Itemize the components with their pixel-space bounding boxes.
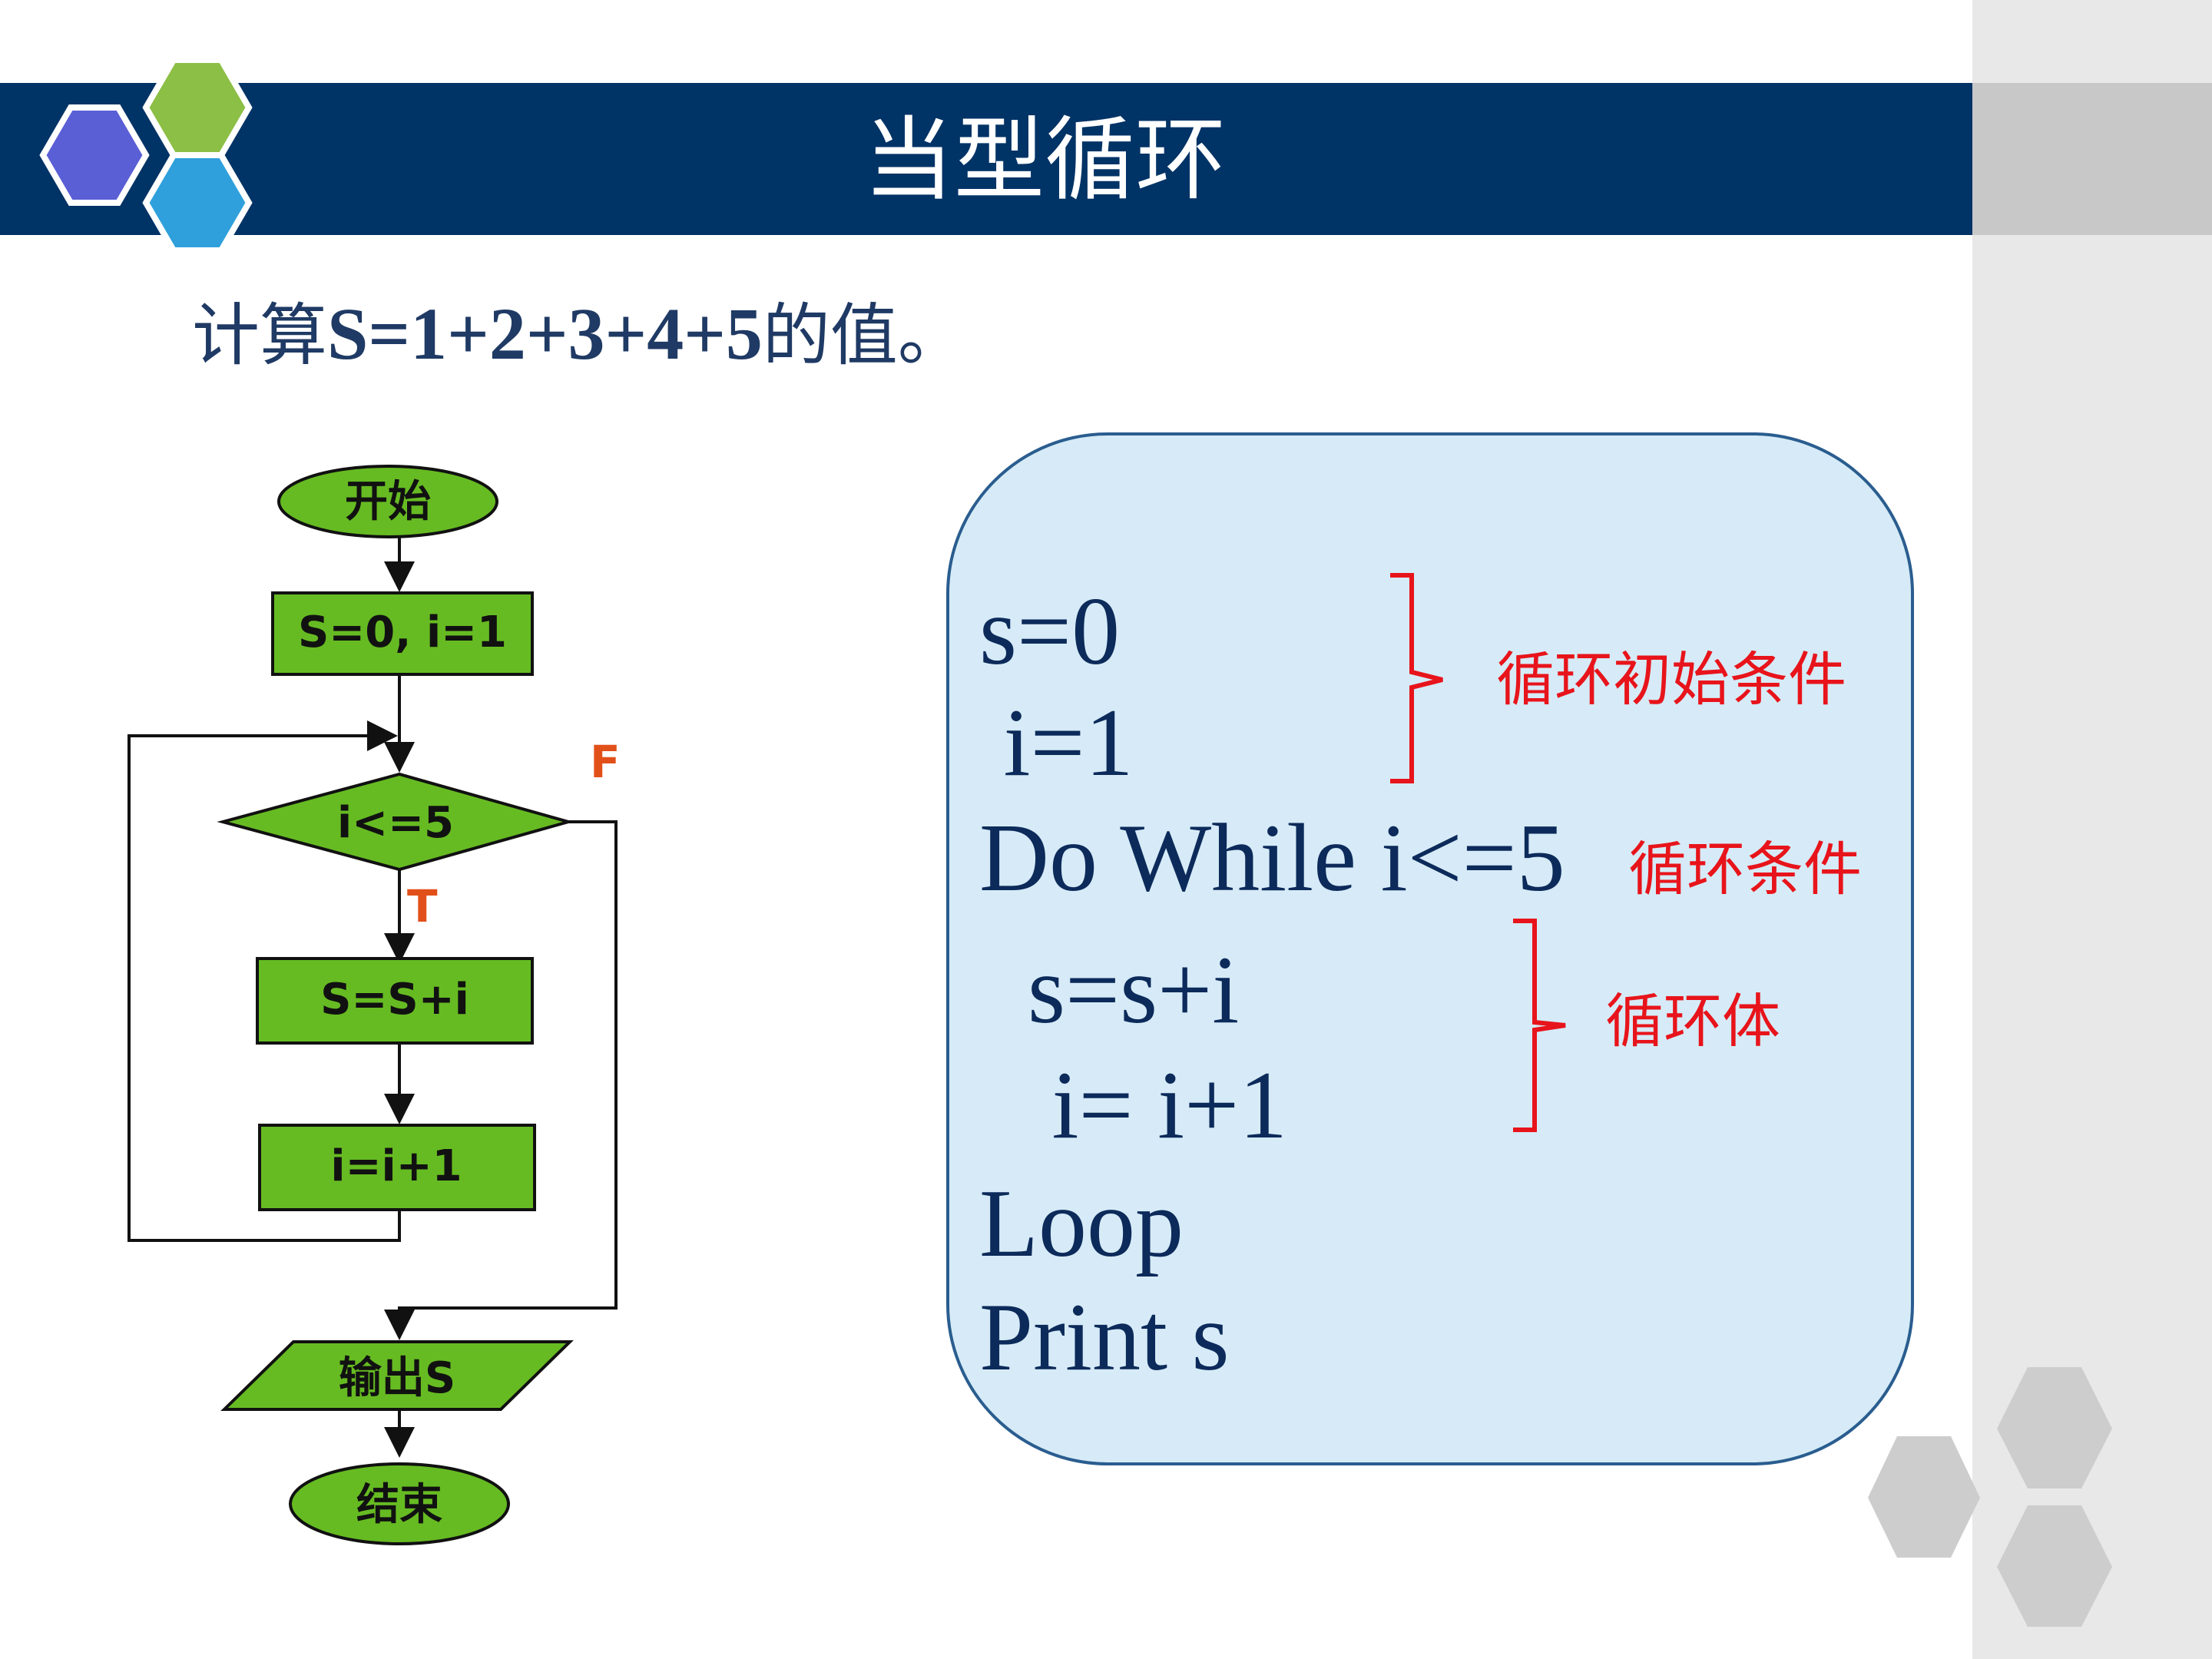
- increment-node: [258, 1124, 536, 1211]
- subtitle-formula: S=1+2+3+4+5: [327, 293, 763, 375]
- brace-body: [1513, 919, 1566, 1132]
- init-node: [271, 591, 534, 676]
- sum-label: S=S+i: [320, 975, 469, 1025]
- decor-hexagon: [1997, 1367, 2112, 1488]
- true-label: T: [407, 880, 438, 932]
- code-line: s=s+i: [979, 937, 1240, 1044]
- note-init: 循环初始条件: [1496, 645, 1846, 714]
- decor-hexagon: [1868, 1436, 1980, 1558]
- code-line: Loop: [979, 1171, 1184, 1277]
- subtitle-suffix: 的值。: [762, 296, 965, 375]
- false-path-line: [384, 820, 618, 1340]
- increment-label: i=i+1: [330, 1141, 462, 1191]
- subtitle: 计算S=1+2+3+4+5的值。: [192, 292, 965, 376]
- title-bar-extension: [1972, 83, 2212, 235]
- hexagon-green: [142, 57, 253, 158]
- start-node: [277, 465, 498, 538]
- code-line: i= i+1: [979, 1052, 1288, 1159]
- hexagon-logo: [39, 57, 253, 253]
- code-line: Do While i<=5: [979, 805, 1565, 912]
- code-box: [946, 432, 1914, 1465]
- init-label: S=0, i=1: [298, 608, 507, 657]
- sum-node: [256, 957, 534, 1045]
- page-title: 当型循环: [863, 107, 1226, 213]
- output-label: 输出S: [339, 1353, 455, 1403]
- start-label: 开始: [345, 477, 431, 527]
- flowchart: 开始 S=0, i=1 i<=5 F T S=S+i i=i+1 输出S 结束: [127, 465, 621, 1545]
- end-node: [289, 1462, 510, 1545]
- brace-init: [1390, 573, 1443, 783]
- end-label: 结束: [356, 1480, 442, 1530]
- code-line: s=0: [979, 578, 1121, 685]
- title-bar: [0, 83, 1972, 235]
- right-side-panel: [1972, 0, 2212, 1659]
- condition-label: i<=5: [337, 798, 454, 848]
- note-condition: 循环条件: [1628, 835, 1862, 903]
- code-line: i=1: [979, 690, 1134, 796]
- false-label: F: [590, 736, 621, 788]
- note-body: 循环体: [1605, 987, 1780, 1055]
- decor-hexagon: [1997, 1505, 2112, 1627]
- hexagon-blue: [142, 152, 253, 253]
- decor-hexagons: [1868, 1367, 2112, 1627]
- subtitle-prefix: 计算: [192, 296, 328, 375]
- hexagon-purple: [39, 104, 150, 206]
- code-line: Print s: [979, 1284, 1230, 1391]
- output-node: [220, 1340, 574, 1411]
